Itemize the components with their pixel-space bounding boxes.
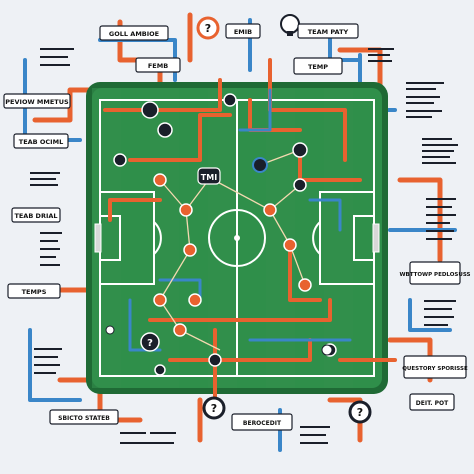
player-marker[interactable]: [183, 243, 197, 257]
player-marker[interactable]: [298, 278, 312, 292]
note-block-top-right: [368, 48, 394, 62]
callout-deit-pot[interactable]: DEIT. POT: [409, 393, 455, 411]
player-marker[interactable]: [113, 153, 127, 167]
callout-text: QUESTORY SPORISSE: [402, 366, 468, 372]
note-block-bottom: [120, 426, 330, 444]
callout-text: SBICTO STATEB: [58, 415, 110, 422]
callout-text: PEVIOW MMETUS: [5, 98, 69, 106]
player-label-badge[interactable]: TMI: [197, 167, 221, 185]
note-block-right-4: [424, 300, 456, 326]
player-label-text: TMI: [201, 173, 217, 182]
callout-femb[interactable]: FEMB: [135, 57, 181, 73]
left-goal: [94, 223, 102, 253]
callout-text: FEMB: [148, 62, 168, 70]
player-marker[interactable]: [208, 353, 222, 367]
player-marker[interactable]: [293, 178, 307, 192]
ball-icon: [105, 325, 115, 335]
callout-temps[interactable]: TEMPS: [7, 283, 61, 299]
callout-goll-ambioe[interactable]: GOLL AMBIOE: [99, 25, 169, 41]
player-marker[interactable]: [153, 293, 167, 307]
note-block-right-1: [406, 82, 444, 118]
callout-team-paty[interactable]: TEAM PATY: [297, 23, 359, 39]
question-mark: ?: [211, 402, 217, 415]
note-block-left-2: [40, 232, 62, 266]
callout-teab-drial[interactable]: TEAB DRIAL: [11, 207, 61, 223]
callout-wbttowp[interactable]: WBTTOWP PEDLOSUSS: [399, 261, 471, 285]
question-icon[interactable]: ?: [348, 400, 372, 424]
callout-questory[interactable]: QUESTORY SPORISSE: [402, 355, 468, 379]
player-marker[interactable]: [283, 238, 297, 252]
question-icon[interactable]: ?: [196, 16, 220, 40]
note-block-right-3: [426, 198, 456, 240]
callout-text: TEAB DRIAL: [14, 212, 57, 220]
callout-text: BEROCEDIT: [243, 420, 282, 427]
right-goal: [372, 223, 380, 253]
note-block-top-left: [40, 48, 74, 66]
callout-sbicto-stateb[interactable]: SBICTO STATEB: [49, 409, 119, 425]
callout-peviow-mmetus[interactable]: PEVIOW MMETUS: [3, 93, 71, 109]
question-mark: ?: [205, 22, 211, 35]
note-block-left-3: [34, 348, 62, 374]
callout-text: TEMPS: [22, 288, 47, 296]
question-icon[interactable]: ?: [140, 332, 160, 352]
ball-icon: [321, 344, 333, 356]
callout-text: TEAB OCIML: [19, 138, 63, 146]
player-marker[interactable]: [179, 203, 193, 217]
callout-text: WBTTOWP PEDLOSUSS: [399, 272, 470, 278]
question-mark: ?: [147, 338, 153, 349]
player-marker[interactable]: [188, 293, 202, 307]
callout-text: GOLL AMBIOE: [109, 30, 159, 38]
callout-berocedit[interactable]: BEROCEDIT: [231, 413, 293, 431]
callout-teab-ociml[interactable]: TEAB OCIML: [13, 133, 69, 149]
question-icon[interactable]: ?: [202, 396, 226, 420]
player-marker[interactable]: [153, 173, 167, 187]
player-marker[interactable]: [173, 323, 187, 337]
player-marker[interactable]: [141, 101, 159, 119]
player-marker[interactable]: [223, 93, 237, 107]
question-mark: ?: [357, 406, 363, 419]
player-marker[interactable]: [154, 364, 166, 376]
callout-temp[interactable]: TEMP: [293, 57, 343, 75]
callout-text: DEIT. POT: [416, 400, 449, 407]
player-marker[interactable]: [157, 122, 173, 138]
lightbulb-icon: [280, 14, 300, 36]
callout-emib[interactable]: EMIB: [225, 23, 261, 39]
note-block-right-2: [422, 138, 458, 164]
player-marker[interactable]: [252, 157, 268, 173]
player-marker[interactable]: [263, 203, 277, 217]
callout-text: TEMP: [308, 63, 328, 71]
callout-text: EMIB: [234, 28, 252, 36]
player-marker[interactable]: [292, 142, 308, 158]
callout-text: TEAM PATY: [308, 28, 349, 36]
note-block-left-1: [30, 172, 60, 186]
